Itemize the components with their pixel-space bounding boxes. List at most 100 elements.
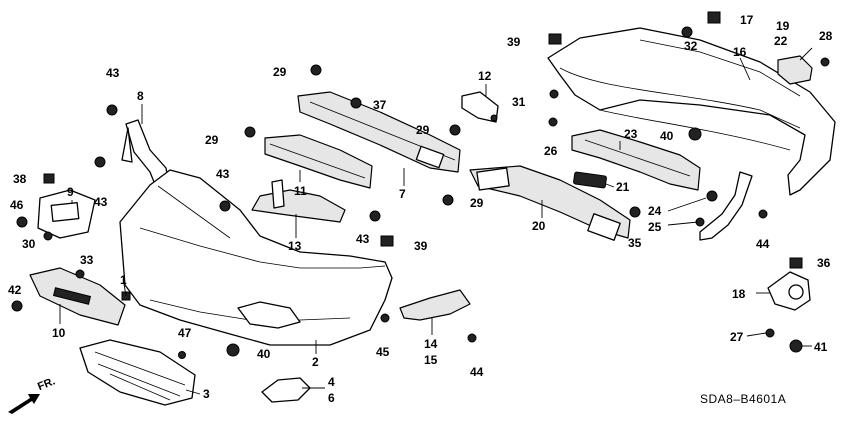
callout-23: 23 — [624, 127, 638, 141]
callout-14: 14 — [424, 337, 438, 351]
screw-44a — [467, 333, 477, 343]
callout-27: 27 — [730, 330, 744, 344]
bolt-46 — [16, 216, 28, 228]
callout-43: 43 — [94, 195, 108, 209]
callout-1: 1 — [120, 273, 127, 287]
clip-39b — [548, 33, 562, 45]
callout-24: 24 — [648, 204, 662, 218]
bracket-12 — [461, 91, 499, 123]
callout-18: 18 — [732, 287, 746, 301]
callout-25: 25 — [648, 220, 662, 234]
bolt-43c — [219, 200, 231, 212]
callout-7: 7 — [399, 187, 406, 201]
diagram-code: SDA8–B4601A — [700, 392, 787, 406]
bolt-42 — [11, 300, 23, 312]
callout-32: 32 — [684, 39, 698, 53]
nut-38 — [43, 173, 55, 184]
callout-30: 30 — [22, 237, 36, 251]
callout-22: 22 — [774, 34, 788, 48]
rear-reflector — [573, 171, 607, 189]
callout-16: 16 — [733, 45, 747, 59]
fog-light-cover — [261, 377, 311, 403]
callout-47: 47 — [178, 326, 192, 340]
front-beam — [297, 91, 461, 173]
callout-40: 40 — [257, 347, 271, 361]
callout-15: 15 — [424, 353, 438, 367]
clip-35 — [629, 206, 641, 218]
bolt-29b — [310, 64, 322, 76]
nut-30 — [43, 231, 53, 241]
clip-24 — [706, 190, 718, 202]
callout-38: 38 — [13, 172, 27, 186]
fasteners — [11, 11, 830, 359]
bolt-32 — [681, 26, 693, 38]
rear-bracket-18 — [767, 271, 811, 311]
callout-35: 35 — [628, 236, 642, 250]
license-bracket — [37, 189, 96, 239]
callout-41: 41 — [814, 340, 828, 354]
callout-9: 9 — [67, 185, 74, 199]
callout-28: 28 — [819, 29, 833, 43]
rear-bumper-cover — [547, 27, 836, 196]
license-garnish — [29, 267, 126, 326]
callout-29: 29 — [273, 65, 287, 79]
callout-44: 44 — [470, 365, 484, 379]
callout-37: 37 — [373, 98, 387, 112]
callout-46: 46 — [10, 198, 24, 212]
rear-beam — [469, 165, 631, 241]
bolt-43d — [369, 210, 381, 222]
callout-43: 43 — [106, 66, 120, 80]
callout-31: 31 — [512, 95, 526, 109]
callout-39: 39 — [414, 239, 428, 253]
screw-26 — [548, 117, 558, 127]
bolt-29c — [449, 124, 461, 136]
callout-19: 19 — [776, 19, 790, 33]
side-support — [251, 179, 346, 223]
callout-43: 43 — [356, 232, 370, 246]
callout-40: 40 — [660, 129, 674, 143]
callout-2: 2 — [312, 355, 319, 369]
callout-36: 36 — [817, 256, 831, 270]
callout-29: 29 — [416, 123, 430, 137]
callout-10: 10 — [52, 326, 66, 340]
callout-43: 43 — [216, 167, 230, 181]
callout-6: 6 — [328, 391, 335, 405]
callout-42: 42 — [8, 283, 22, 297]
callout-39: 39 — [507, 35, 521, 49]
leader-lines — [59, 47, 813, 395]
screw-47 — [178, 351, 186, 359]
callout-44: 44 — [756, 237, 770, 251]
callout-4: 4 — [328, 375, 335, 389]
callout-20: 20 — [532, 219, 546, 233]
front-absorber — [264, 134, 373, 189]
screw-44b — [758, 209, 768, 219]
front-arrow-icon — [8, 394, 40, 414]
bolt-43a — [106, 104, 118, 116]
rear-side-spacer — [777, 55, 813, 85]
callout-11: 11 — [294, 184, 307, 198]
clip-40a — [226, 343, 240, 357]
callout-13: 13 — [288, 239, 302, 253]
bolt-43b — [94, 156, 106, 168]
callout-17: 17 — [740, 13, 754, 27]
callout-8: 8 — [137, 89, 144, 103]
callout-labels: 1 2 3 4 6 7 8 9 10 11 12 13 14 15 16 17 … — [8, 13, 833, 405]
clip-39a — [380, 235, 394, 247]
screw-45 — [380, 313, 390, 323]
screw-31 — [549, 89, 559, 99]
bolt-29a — [244, 126, 256, 138]
screw-27 — [765, 328, 775, 338]
rear-absorber — [571, 129, 701, 191]
callout-29: 29 — [470, 196, 484, 210]
front-bumper-cover — [119, 169, 393, 346]
lower-bracket — [399, 289, 471, 321]
clip-41 — [789, 339, 803, 353]
callout-33: 33 — [80, 253, 94, 267]
lower-grille — [79, 339, 196, 406]
callout-45: 45 — [376, 345, 390, 359]
rear-side-strip — [699, 171, 753, 241]
callout-26: 26 — [544, 144, 558, 158]
clip-40b — [688, 127, 702, 141]
screw-28 — [820, 57, 830, 67]
